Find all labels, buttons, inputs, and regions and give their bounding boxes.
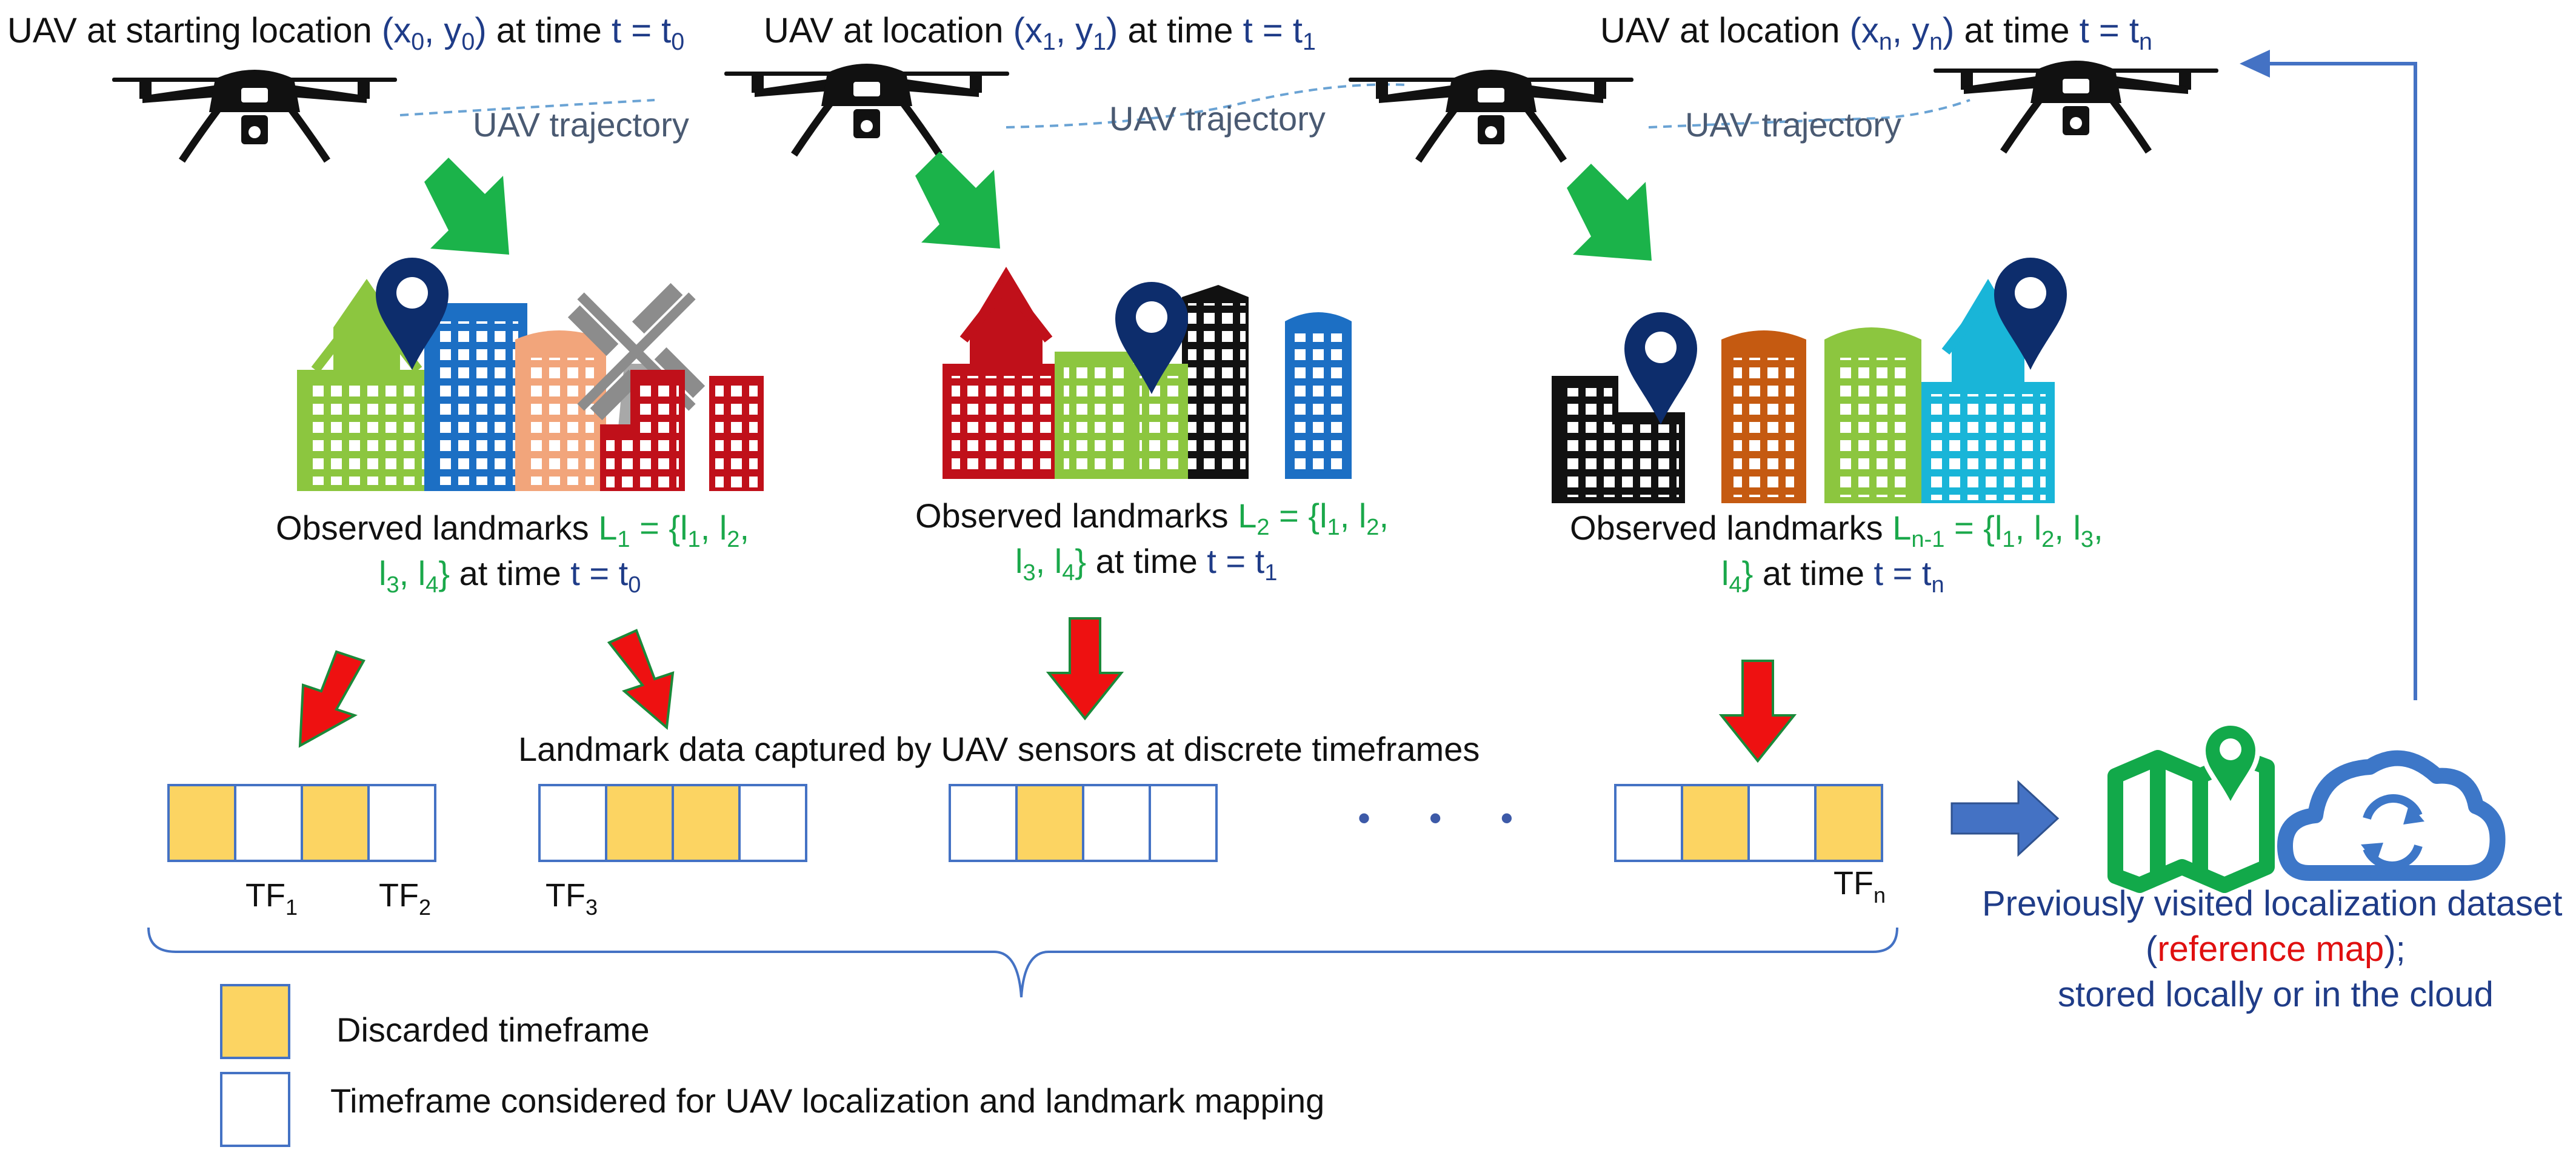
blue-arrow: [1950, 780, 2060, 857]
red-arrow: [1046, 617, 1124, 721]
dataset-label-line2: (reference map);: [2146, 929, 2406, 969]
timeframe-cell-discarded: [605, 784, 674, 862]
building-icon: [1552, 376, 1685, 503]
timeframe-cell-considered: [1149, 784, 1218, 862]
red-arrow: [298, 650, 365, 748]
timeframe-groups: [167, 784, 1883, 862]
svg-text:Observed landmarks L2 = {l1, l: Observed landmarks L2 = {l1, l2,: [915, 497, 1389, 540]
landmark-cluster-1: [297, 258, 764, 491]
dataset-label-line3: stored locally or in the cloud: [2058, 975, 2494, 1014]
legend-discarded-swatch: [220, 984, 290, 1059]
building-icon: [424, 303, 527, 491]
timeframes-caption: Landmark data captured by UAV sensors at…: [518, 730, 1480, 768]
timeframe-cell-discarded: [1814, 784, 1883, 862]
cloud-sync-icon: [2277, 750, 2506, 881]
svg-text:l3, l4} at time t = t1: l3, l4} at time t = t1: [1015, 542, 1277, 586]
timeframe-cell-considered: [1614, 784, 1683, 862]
map-pin-icon: [1624, 312, 1697, 424]
red-arrow: [1718, 660, 1797, 763]
landmark-cluster-2: [943, 267, 1352, 479]
landmark-cluster-3: [1552, 258, 2067, 503]
timeframe-cell-discarded: [672, 784, 741, 862]
timeframe-cell-discarded: [1015, 784, 1084, 862]
uav-t1-label: UAV at location (x1, y1) at time t = t1: [764, 11, 1316, 55]
building-icon: [1055, 352, 1188, 479]
feedback-arrowhead: [2240, 50, 2270, 78]
building-icon: [297, 279, 436, 491]
landmark-label-3: Observed landmarks Ln-1 = {l1, l2, l3, l…: [1570, 509, 2103, 598]
building-icon: [600, 370, 764, 491]
timeframe-group: [1614, 784, 1883, 862]
tf-label: TF2: [379, 877, 431, 920]
uav-trajectory-line: [399, 83, 1970, 129]
timeframe-group: [949, 784, 1218, 862]
map-icon: [2107, 750, 2275, 893]
timeframe-cell-discarded: [301, 784, 370, 862]
landmark-label-2: Observed landmarks L2 = {l1, l2, l3, l4}…: [915, 497, 1389, 586]
timeframe-cell-considered: [738, 784, 807, 862]
drone-icon: [1349, 70, 1633, 161]
tf-label: TF3: [546, 877, 598, 920]
legend-considered-swatch: [220, 1072, 290, 1147]
drone-icon: [724, 64, 1009, 155]
timeframe-group: [167, 784, 436, 862]
svg-text:l4} at time t = tn: l4} at time t = tn: [1721, 554, 1944, 598]
building-icon: [1285, 312, 1352, 479]
timeframe-cell-discarded: [167, 784, 236, 862]
dataset-label-line1: Previously visited localization dataset: [1982, 884, 2562, 923]
timeframe-cell-discarded: [1681, 784, 1750, 862]
legend-discarded-label: Discarded timeframe: [336, 1011, 650, 1049]
trajectory-label-2: UAV trajectory: [1109, 99, 1326, 138]
green-arrow: [424, 158, 509, 255]
building-icon: [1721, 330, 1806, 503]
svg-text:Observed landmarks L1 = {l1, l: Observed landmarks L1 = {l1, l2,: [276, 509, 749, 552]
feedback-arrow: [2267, 62, 2417, 700]
building-icon: [943, 267, 1073, 479]
tf-label: TF1: [245, 877, 298, 920]
building-icon: [515, 330, 606, 491]
green-arrow: [915, 152, 1000, 249]
timeframe-cell-considered: [1747, 784, 1817, 862]
map-pin-icon: [2200, 721, 2261, 812]
uav-start-label: UAV at starting location (x0, y0) at tim…: [7, 11, 684, 55]
tf-label: TFn: [1834, 865, 1886, 908]
timeframe-cell-considered: [538, 784, 607, 862]
timeframe-cell-considered: [1082, 784, 1151, 862]
landmark-label-1: Observed landmarks L1 = {l1, l2, l3, l4}…: [276, 509, 749, 598]
uav-tn-label: UAV at location (xn, yn) at time t = tn: [1600, 11, 2152, 55]
building-icon: [1824, 327, 1921, 503]
ellipsis: • • •: [1358, 798, 1537, 838]
building-icon: [1182, 285, 1249, 479]
timeframe-group: [538, 784, 807, 862]
trajectory-label-3: UAV trajectory: [1685, 105, 1901, 144]
timeframe-cell-considered: [949, 784, 1018, 862]
drone-icon: [1934, 61, 2218, 152]
trajectory-label-1: UAV trajectory: [473, 105, 689, 144]
drone-icon: [112, 70, 397, 161]
red-arrow: [607, 629, 675, 730]
timeframes-brace: [147, 927, 1898, 998]
svg-text:Observed landmarks Ln-1 = {l1,: Observed landmarks Ln-1 = {l1, l2, l3,: [1570, 509, 2103, 552]
legend-considered-label: Timeframe considered for UAV localizatio…: [330, 1082, 1324, 1120]
green-arrow: [1567, 164, 1652, 261]
timeframe-cell-considered: [367, 784, 436, 862]
svg-text:l3, l4} at time t = t0: l3, l4} at time t = t0: [379, 554, 641, 598]
timeframe-cell-considered: [234, 784, 303, 862]
